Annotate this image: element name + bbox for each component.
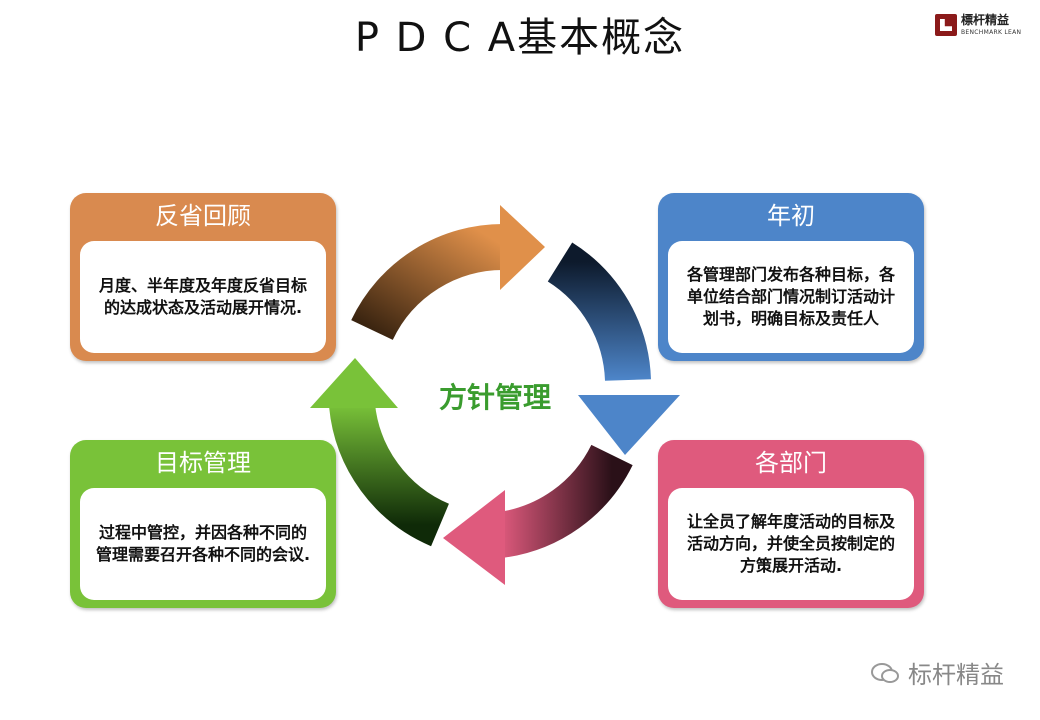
card-text: 过程中管控，并因各种不同的管理需要召开各种不同的会议.	[80, 488, 326, 600]
card-departments: 各部门 让全员了解年度活动的目标及活动方向，并使全员按制定的方策展开活动.	[658, 440, 924, 608]
arrow-blue	[547, 242, 680, 455]
logo-cn: 標杆精益	[961, 13, 1010, 27]
card-heading: 反省回顾	[155, 202, 251, 230]
card-heading: 各部门	[755, 449, 827, 477]
brand-logo: 標杆精益 BENCHMARK LEAN	[935, 10, 1030, 40]
card-heading: 目标管理	[155, 449, 251, 477]
arrow-pink	[443, 444, 633, 585]
arrow-green	[310, 358, 450, 547]
wechat-icon	[871, 662, 899, 683]
center-label: 方针管理	[438, 381, 551, 414]
logo-en: BENCHMARK LEAN	[961, 29, 1022, 36]
card-year-start: 年初 各管理部门发布各种目标，各单位结合部门情况制订活动计划书，明确目标及责任人	[658, 193, 924, 361]
card-text: 让全员了解年度活动的目标及活动方向，并使全员按制定的方策展开活动.	[668, 488, 914, 600]
arrow-orange	[351, 205, 545, 341]
card-review: 反省回顾 月度、半年度及年度反省目标的达成状态及活动展开情况.	[70, 193, 336, 361]
footer-text: 标杆精益	[908, 661, 1004, 689]
logo-icon	[935, 14, 957, 36]
card-heading: 年初	[767, 202, 815, 230]
card-text: 各管理部门发布各种目标，各单位结合部门情况制订活动计划书，明确目标及责任人	[668, 241, 914, 353]
footer-watermark: 标杆精益	[870, 655, 1004, 690]
card-text: 月度、半年度及年度反省目标的达成状态及活动展开情况.	[80, 241, 326, 353]
card-goal-management: 目标管理 过程中管控，并因各种不同的管理需要召开各种不同的会议.	[70, 440, 336, 608]
page-title: P D C A基本概念	[354, 15, 686, 61]
